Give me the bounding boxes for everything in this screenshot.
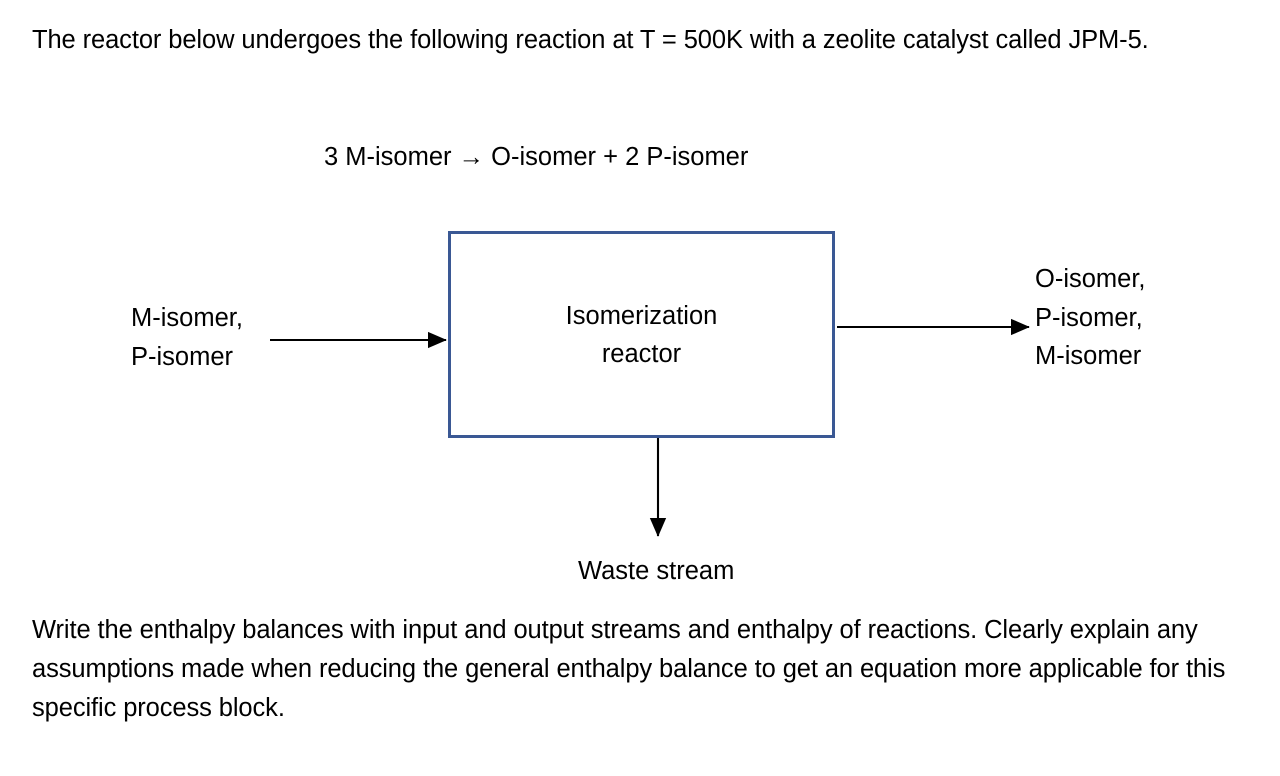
reactor-block-label: Isomerization reactor [565, 301, 718, 368]
outlet-stream-label: O-isomer, P-isomer, M-isomer [1035, 265, 1146, 370]
inlet-stream-label: M-isomer, P-isomer [131, 304, 243, 371]
reaction-equation: 3 M-isomer → O-isomer + 2 P-isomer [324, 143, 749, 171]
stream-arrows [270, 318, 1030, 537]
waste-stream-label: Waste stream [578, 557, 735, 585]
intro-paragraph: The reactor below undergoes the followin… [32, 26, 1149, 54]
isomerization-reactor-block: Isomerization reactor [448, 231, 835, 438]
closing-paragraph: Write the enthalpy balances with input a… [32, 616, 1226, 722]
process-block-diagram: Isomerization reactor M-isomer, P-isomer… [0, 200, 1280, 610]
